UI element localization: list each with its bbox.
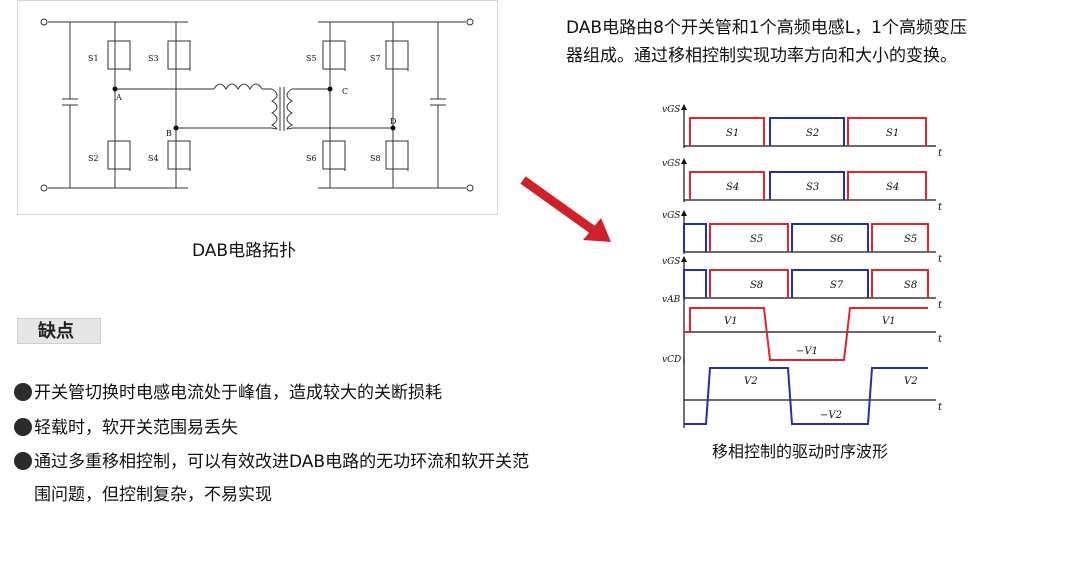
pulse-label: S5 [904,234,917,245]
bullet-icon [14,418,32,436]
axis-label: vGS [662,159,680,169]
axis-arrow-icon [681,104,687,110]
t-label: t [938,254,943,265]
node-label: D [390,117,396,126]
vab-label: −V1 [796,346,818,357]
cons-item-text: 轻载时，软开关范围易丢失 [34,418,238,438]
pulse-label: S4 [726,182,739,193]
description-text: DAB电路由8个开关管和1个高频电感L，1个高频变压 器组成。通过移相控制实现功… [566,14,1036,70]
bullet-icon [14,383,32,401]
vcd-label: −V2 [820,410,842,421]
axis-arrow-icon [681,256,687,262]
switch-label: S8 [370,154,381,163]
node-label: C [342,87,348,96]
gate-pulse [709,269,789,298]
t-label: t [938,334,943,345]
dab-topology-diagram: S1 S3 S2 S4 S5 S7 S6 S8 A B C D [17,0,498,215]
vcd-label: V2 [904,376,918,387]
cons-item-text: 通过多重移相控制，可以有效改进DAB电路的无功环流和软开关范 [34,452,530,472]
pointer-arrow-icon [515,170,615,250]
pulse-label: S3 [806,182,819,193]
pulse-label: S7 [830,280,844,291]
waveform-caption: 移相控制的驱动时序波形 [712,442,889,461]
topology-svg: S1 S3 S2 S4 S5 S7 S6 S8 A B C D [40,18,474,192]
gate-pulse [791,269,869,298]
switch-label: S7 [370,54,381,63]
pulse-label: S2 [806,128,819,139]
gate-pulse [871,269,929,298]
vcd-waveform [684,367,928,425]
vab-label: V1 [724,316,738,327]
t-label: t [938,202,943,213]
gate-pulse [769,117,845,146]
cons-item: 开关管切换时电感电流处于峰值，造成较大的关断损耗 [14,380,442,406]
gate-pulse [871,223,929,252]
axis-label: vAB [662,295,681,305]
vcd-label: V2 [744,376,758,387]
switch-label: S3 [148,54,159,63]
pulse-label: S8 [750,280,763,291]
cons-badge: 缺点 [17,318,101,344]
gate-pulse [791,223,869,252]
gate-pulse [683,269,707,298]
gate-pulse [683,223,707,252]
switch-label: S6 [306,154,317,163]
pulse-label: S8 [904,280,917,291]
description-line: DAB电路由8个开关管和1个高频电感L，1个高频变压 [566,18,968,38]
t-label: t [938,300,943,311]
switch-label: S4 [148,154,159,163]
gate-pulse [709,223,789,252]
axis-arrow-icon [681,158,687,164]
description-line: 器组成。通过移相控制实现功率方向和大小的变换。 [566,46,957,66]
t-label: t [938,402,943,413]
axis-label: vGS [662,105,680,115]
axis-arrow-icon [681,210,687,216]
cons-item: 通过多重移相控制，可以有效改进DAB电路的无功环流和软开关范 [14,449,529,475]
gate-pulse [847,117,927,146]
vab-label: V1 [882,316,896,327]
pulse-label: S6 [830,234,844,245]
pulse-label: S4 [886,182,899,193]
axis-label: vGS [662,211,680,221]
gate-pulse [847,171,927,200]
pulse-label: S1 [726,128,739,139]
switch-label: S5 [306,54,317,63]
cons-item-continuation: 围问题，但控制复杂，不易实现 [34,485,272,505]
pulse-label: S1 [886,128,899,139]
node-label: A [115,93,122,102]
axis-label: vCD [662,355,681,365]
cons-item: 轻载时，软开关范围易丢失 [14,415,238,441]
gate-pulse [689,117,765,146]
pulse-label: S5 [750,234,763,245]
bullet-icon [14,452,32,470]
gate-pulse [689,171,765,200]
node-label: B [166,129,172,138]
vab-waveform [684,307,928,361]
topology-caption: DAB电路拓扑 [192,241,297,261]
gate-pulse [769,171,845,200]
axis-label: vGS [662,257,680,267]
switch-label: S1 [88,54,99,63]
cons-item-text: 开关管切换时电感电流处于峰值，造成较大的关断损耗 [34,383,442,403]
t-label: t [938,148,943,159]
switch-label: S2 [88,154,99,163]
